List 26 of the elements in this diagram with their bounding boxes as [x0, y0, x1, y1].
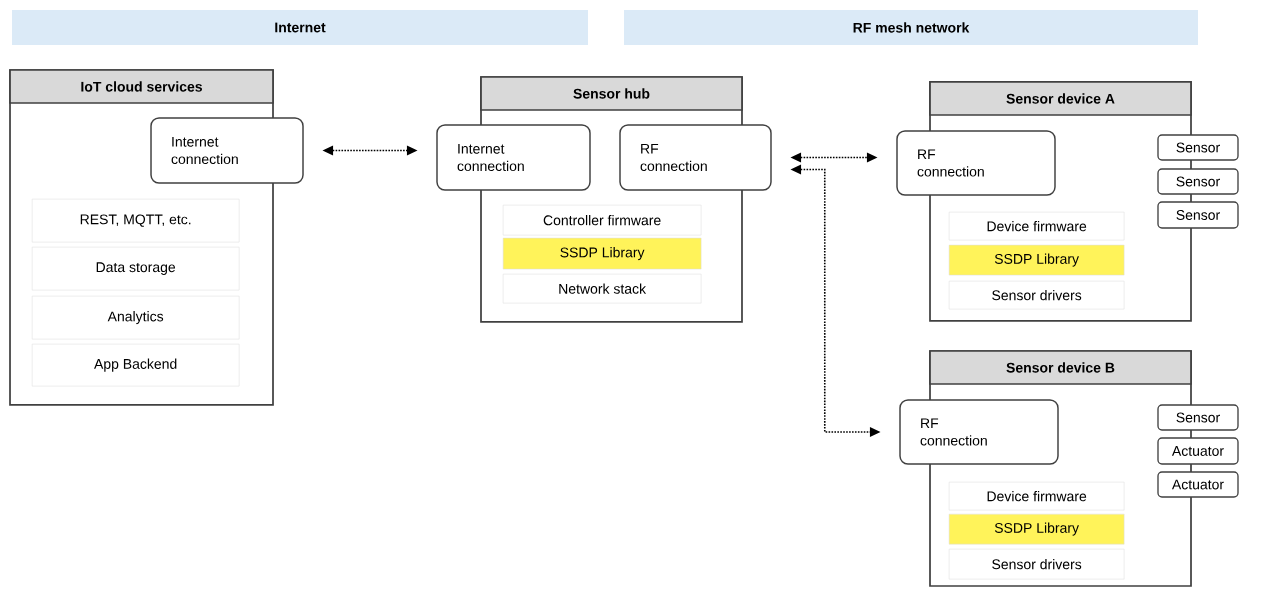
component-tag: Sensor — [1157, 404, 1239, 431]
layer-cell: Device firmware — [948, 211, 1125, 241]
layer-cell: Device firmware — [948, 481, 1125, 511]
layer-cell: SSDP Library — [948, 244, 1125, 276]
layer-cell: Controller firmware — [502, 204, 702, 236]
component-tag: Actuator — [1157, 437, 1239, 465]
layer-cell: SSDP Library — [502, 237, 702, 270]
component-tag: Sensor — [1157, 168, 1239, 195]
component-tag: Actuator — [1157, 471, 1239, 498]
band-header: Internet — [12, 10, 588, 45]
layer-cell: SSDP Library — [948, 513, 1125, 545]
layer-cell: Data storage — [31, 246, 240, 291]
connection-box: RF connection — [619, 124, 772, 191]
layer-cell: Analytics — [31, 295, 240, 340]
band-header: RF mesh network — [624, 10, 1198, 45]
connection-box: Internet connection — [436, 124, 591, 191]
layer-cell: App Backend — [31, 343, 240, 387]
layer-cell: Network stack — [502, 273, 702, 304]
connection-box: Internet connection — [150, 117, 304, 184]
connection-box: RF connection — [896, 130, 1056, 196]
layer-cell: Sensor drivers — [948, 548, 1125, 580]
layer-cell: Sensor drivers — [948, 280, 1125, 310]
component-tag: Sensor — [1157, 201, 1239, 229]
component-tag: Sensor — [1157, 134, 1239, 161]
connection-box: RF connection — [899, 399, 1059, 465]
layer-cell: REST, MQTT, etc. — [31, 198, 240, 243]
